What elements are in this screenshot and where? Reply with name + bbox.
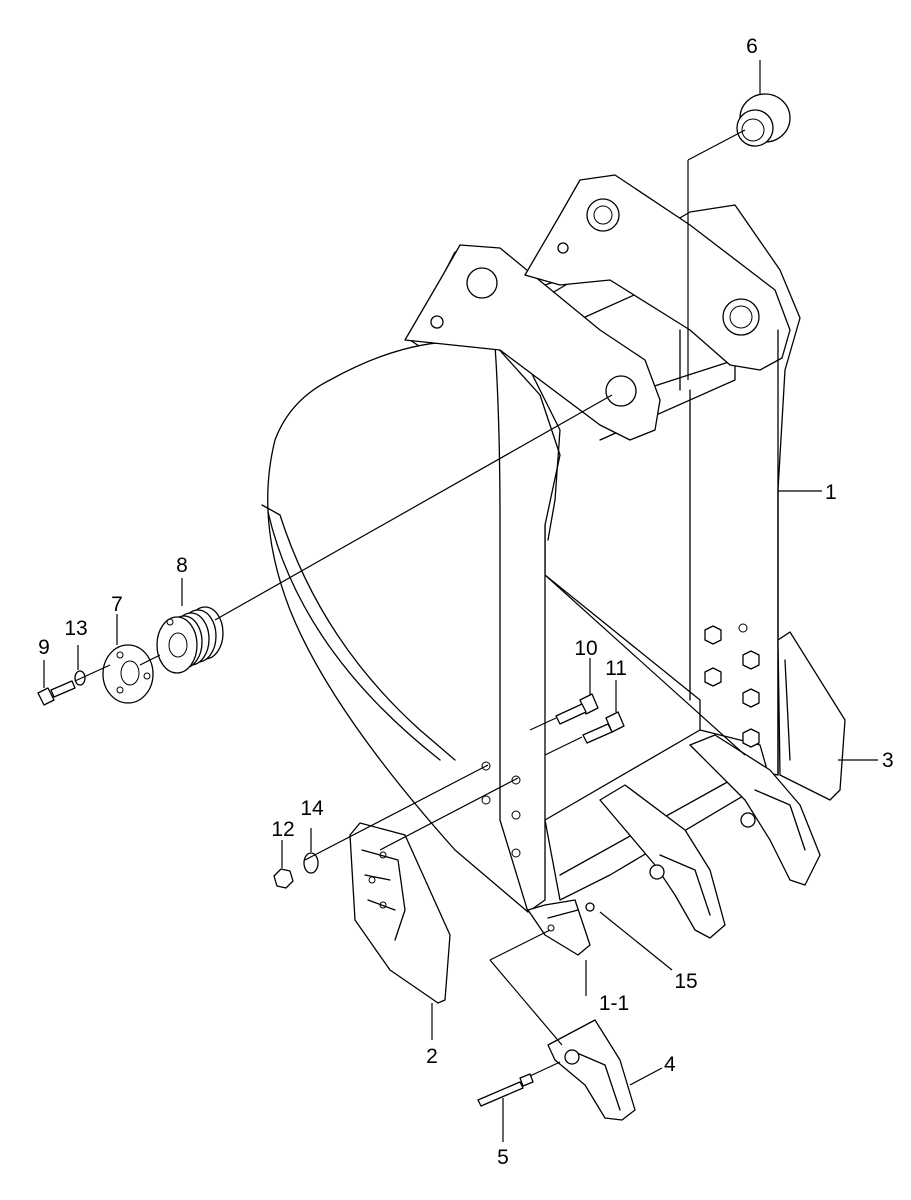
shim-stack xyxy=(156,606,224,674)
callout-9: 9 xyxy=(38,636,50,659)
callout-12: 12 xyxy=(271,818,294,841)
callout-labels: 1 1-1 2 3 4 5 6 7 8 9 10 11 12 13 14 15 xyxy=(38,35,894,1169)
side-cutter-bolts-right xyxy=(704,623,760,748)
callout-8: 8 xyxy=(176,554,188,577)
side-cutter-left xyxy=(349,822,451,1004)
washer-14 xyxy=(303,852,319,874)
side-cutter-right xyxy=(777,631,846,801)
callout-1-1: 1-1 xyxy=(599,992,629,1015)
bushing xyxy=(736,93,791,147)
callout-15: 15 xyxy=(674,970,697,993)
tooth-pin xyxy=(477,1073,534,1107)
callout-4: 4 xyxy=(664,1053,676,1076)
washer-plate xyxy=(102,644,154,704)
nut-12 xyxy=(273,868,294,889)
assembly-lines xyxy=(43,60,878,1142)
bucket-body xyxy=(261,174,801,913)
loose-tooth xyxy=(547,1019,636,1121)
callout-1: 1 xyxy=(825,481,837,504)
callout-5: 5 xyxy=(497,1146,509,1169)
callout-13: 13 xyxy=(64,617,87,640)
bolt-9 xyxy=(37,680,76,706)
callout-2: 2 xyxy=(426,1045,438,1068)
callout-3: 3 xyxy=(882,749,894,772)
callout-14: 14 xyxy=(300,797,324,820)
bolt-11 xyxy=(582,711,625,744)
washer-13 xyxy=(74,670,86,686)
callout-6: 6 xyxy=(746,35,758,58)
callout-11: 11 xyxy=(605,657,627,680)
callout-10: 10 xyxy=(574,637,597,660)
bucket-teeth xyxy=(527,734,821,956)
bolt-10 xyxy=(555,693,599,725)
callout-7: 7 xyxy=(111,593,123,616)
